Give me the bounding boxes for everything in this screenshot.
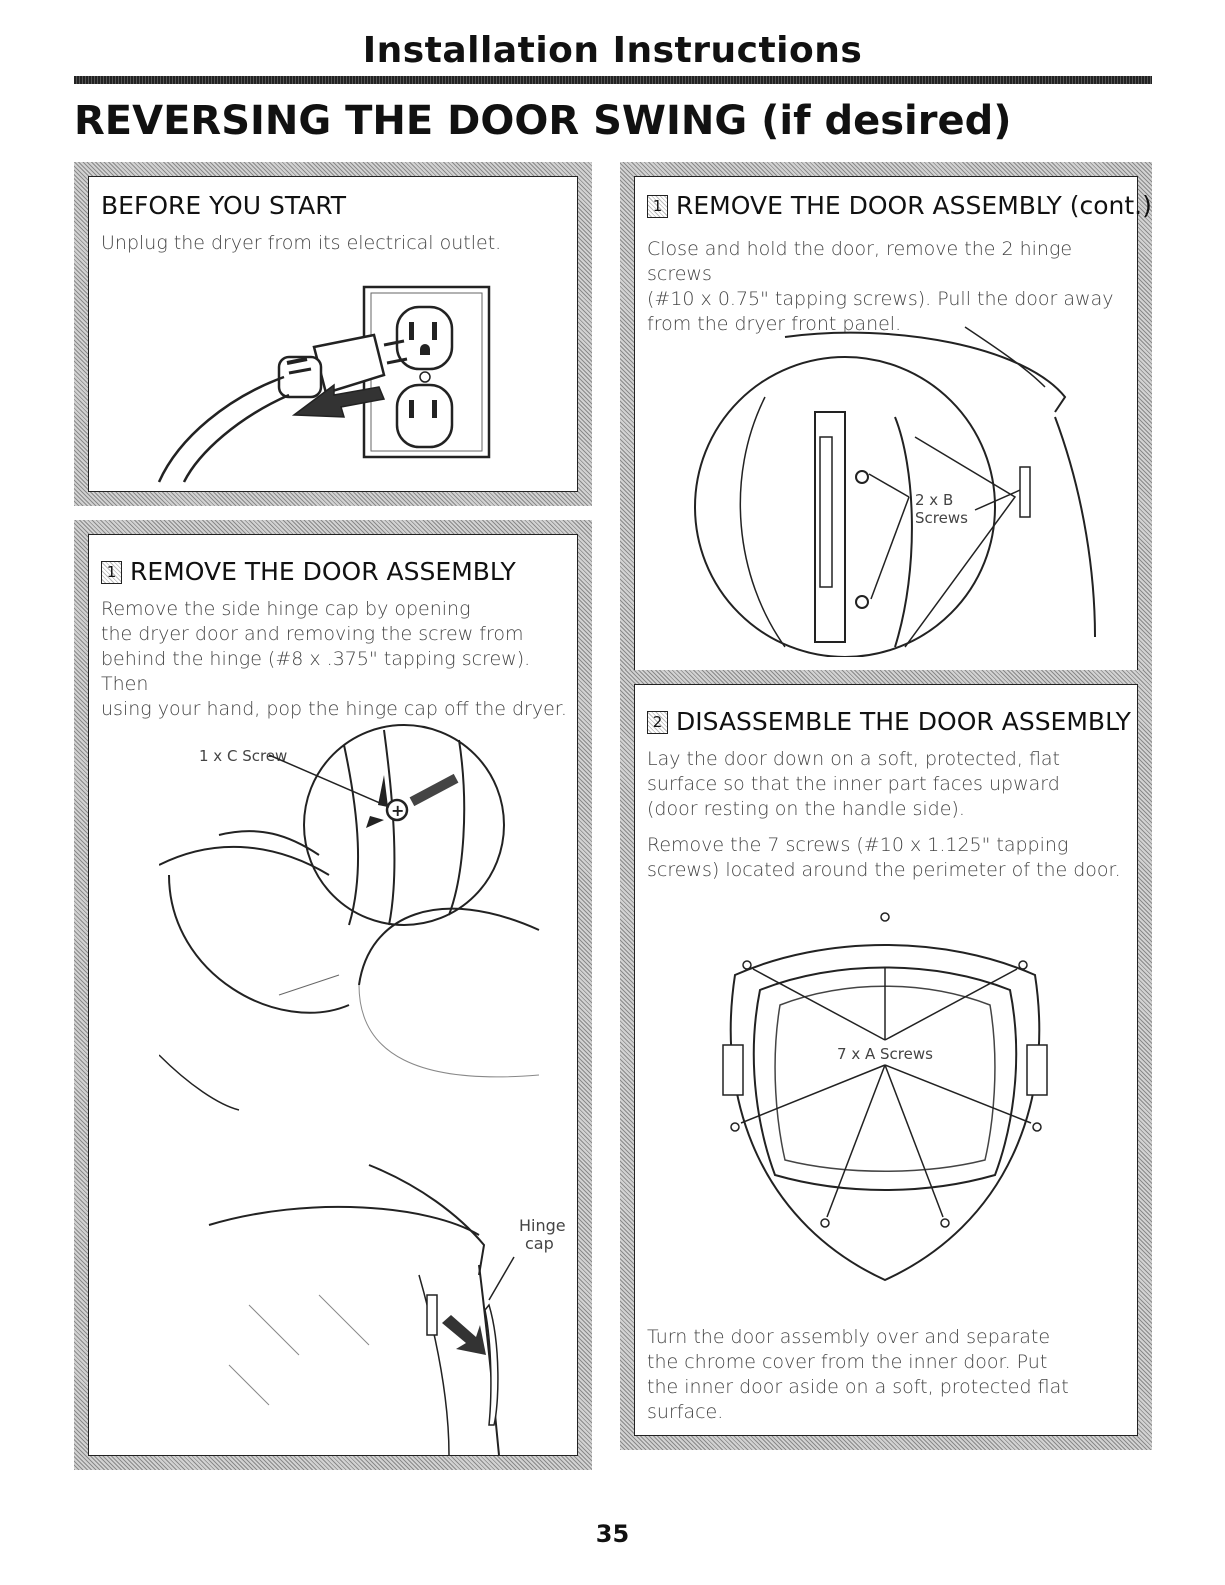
before-you-start-title: BEFORE YOU START — [101, 191, 347, 220]
remove-door-cont-box: 1 REMOVE THE DOOR ASSEMBLY (cont.) Close … — [620, 162, 1152, 690]
label-a-screws: 7 x A Screws — [837, 1045, 933, 1063]
text-line: (#10 x 0.75" tapping screws). Pull the d… — [647, 288, 1114, 310]
text-line: using your hand, pop the hinge cap off t… — [101, 698, 567, 720]
step-number-1: 1 — [647, 195, 668, 218]
remove-door-box: 1 REMOVE THE DOOR ASSEMBLY Remove the sid… — [74, 520, 592, 1470]
svg-text:+: + — [391, 801, 404, 820]
text-line: the chrome cover from the inner door. Pu… — [647, 1351, 1048, 1373]
before-you-start-box: BEFORE YOU START Unplug the dryer from i… — [74, 162, 592, 506]
text-line: Remove the 7 screws (#10 x 1.125" tappin… — [647, 834, 1069, 856]
text-line: from the dryer front panel. — [647, 313, 902, 335]
remove-door-cont-title: 1 REMOVE THE DOOR ASSEMBLY (cont.) — [647, 191, 1152, 220]
text-line: surface. — [647, 1401, 724, 1423]
disassemble-para2: Remove the 7 screws (#10 x 1.125" tappin… — [647, 833, 1121, 883]
unplug-illustration — [139, 267, 539, 487]
disassemble-title: 2 DISASSEMBLE THE DOOR ASSEMBLY — [647, 707, 1131, 736]
step-number-1: 1 — [101, 561, 122, 584]
page-header-title: Installation Instructions — [362, 30, 863, 71]
label-hinge: Hinge — [519, 1216, 566, 1235]
label-b-screws: Screws — [915, 509, 968, 527]
text-line: surface so that the inner part faces upw… — [647, 773, 1060, 795]
remove-door-cont-instructions: Close and hold the door, remove the 2 hi… — [647, 237, 1137, 337]
remove-door-instructions: Remove the side hinge cap by opening the… — [101, 597, 577, 722]
hinge-screws-illustration: 2 x B Screws — [665, 317, 1125, 657]
disassemble-para3: Turn the door assembly over and separate… — [647, 1325, 1069, 1425]
before-you-start-text: Unplug the dryer from its electrical out… — [101, 232, 502, 254]
step-number-2: 2 — [647, 711, 668, 734]
text-line: Lay the door down on a soft, protected, … — [647, 748, 1060, 770]
remove-door-title: 1 REMOVE THE DOOR ASSEMBLY — [101, 557, 516, 586]
text-line: Turn the door assembly over and separate — [647, 1326, 1051, 1348]
remove-door-title-text: REMOVE THE DOOR ASSEMBLY — [130, 557, 516, 586]
disassemble-para1: Lay the door down on a soft, protected, … — [647, 747, 1060, 822]
disassemble-box: 2 DISASSEMBLE THE DOOR ASSEMBLY Lay the d… — [620, 670, 1152, 1450]
label-b-count: 2 x B — [915, 491, 953, 509]
hinge-cap-illustration: Hinge cap — [189, 1145, 589, 1455]
hinge-screw-illustration: 1 x C Screw + — [159, 715, 559, 1115]
text-line: screws) located around the perimeter of … — [647, 859, 1121, 881]
text-line: the inner door aside on a soft, protecte… — [647, 1376, 1069, 1398]
label-cap: cap — [525, 1234, 554, 1253]
text-line: Close and hold the door, remove the 2 hi… — [647, 238, 1073, 285]
header-rule — [74, 76, 1152, 84]
door-screws-illustration: 7 x A Screws — [705, 905, 1065, 1285]
text-line: behind the hinge (#8 x .375" tapping scr… — [101, 648, 531, 695]
page-number: 35 — [595, 1520, 630, 1548]
remove-door-cont-title-text: REMOVE THE DOOR ASSEMBLY (cont.) — [676, 191, 1152, 220]
disassemble-title-text: DISASSEMBLE THE DOOR ASSEMBLY — [676, 707, 1131, 736]
page-heading: REVERSING THE DOOR SWING (if desired) — [74, 98, 1012, 144]
label-c-screw: 1 x C Screw — [199, 747, 287, 765]
text-line: (door resting on the handle side). — [647, 798, 965, 820]
text-line: Remove the side hinge cap by opening — [101, 598, 471, 620]
text-line: the dryer door and removing the screw fr… — [101, 623, 524, 645]
